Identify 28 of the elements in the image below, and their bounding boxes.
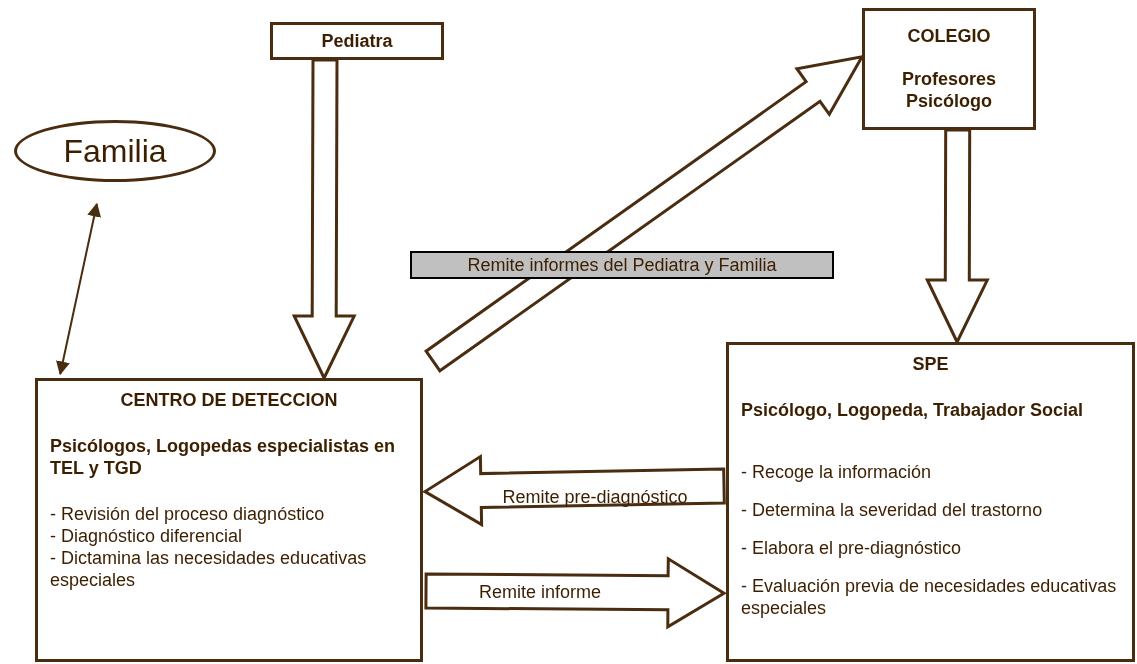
list-item: - Elabora el pre-diagnóstico [741, 537, 963, 559]
edge-label: Remite informes del Pediatra y Familia [410, 251, 834, 279]
box-text: Profesores Psicólogo [900, 67, 997, 113]
box-node [270, 22, 444, 60]
edge-label: Remite informe [477, 581, 602, 604]
list-item: - Evaluación previa de necesidades educativas especiales [741, 575, 1118, 619]
box-node [726, 342, 1135, 662]
block-arrow [291, 58, 357, 382]
list-item: - Revisión del proceso diagnóstico [50, 503, 326, 525]
list-item: - Diagnóstico diferencial [50, 525, 244, 547]
block-arrow [424, 556, 727, 630]
box-subtitle: Psicólogos, Logopedas especialistas en TEL y TGD [50, 435, 397, 479]
block-arrow [924, 128, 990, 346]
box-title: SPE [911, 353, 950, 375]
node-label: Familia [63, 132, 167, 171]
list-item: - Determina la severidad del trastorno [741, 499, 1044, 521]
box-title: COLEGIO [906, 25, 992, 48]
edge-label: Remite pre-diagnóstico [501, 486, 689, 509]
list-item: - Dictamina las necesidades educativas especiales [50, 547, 368, 591]
box-title: CENTRO DE DETECCION [119, 389, 339, 411]
box-title: Pediatra [320, 29, 394, 53]
box-node [862, 8, 1036, 130]
block-arrow [422, 453, 726, 528]
arrow [56, 202, 101, 376]
box-subtitle: Psicólogo, Logopeda, Trabajador Social [741, 399, 1085, 421]
block-arrow [424, 54, 865, 373]
list-item: - Recoge la información [741, 461, 933, 483]
box-node [35, 378, 423, 662]
